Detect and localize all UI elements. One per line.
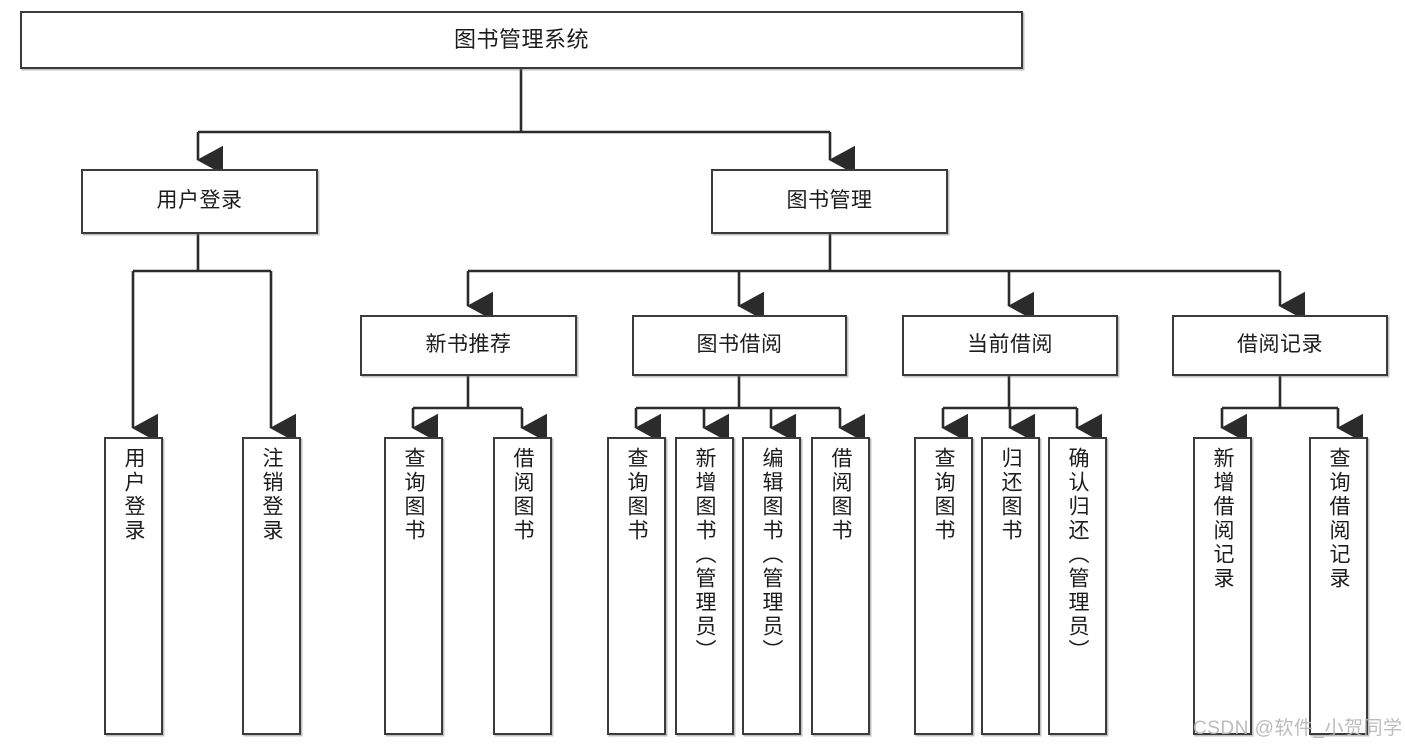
leaf-new-book-query-label: 查询图书	[402, 447, 425, 543]
node-new-book-recommend-label: 新书推荐	[425, 333, 512, 357]
leaf-book-borrow-add-label: 新增图书（管理员）	[693, 447, 716, 663]
leaf-borrow-record-add-label: 新增借阅记录	[1211, 447, 1234, 591]
node-current-borrow-label: 当前借阅	[967, 333, 1053, 357]
node-root-system[interactable]: 图书管理系统	[20, 11, 1023, 69]
leaf-user-login-login-label: 用户登录	[122, 447, 145, 543]
node-current-borrow[interactable]: 当前借阅	[902, 315, 1118, 376]
leaf-book-borrow-query[interactable]: 查询图书	[607, 437, 666, 735]
node-borrow-record[interactable]: 借阅记录	[1172, 315, 1388, 376]
leaf-book-borrow-query-label: 查询图书	[625, 447, 648, 543]
leaf-current-borrow-confirm[interactable]: 确认归还（管理员）	[1048, 437, 1107, 735]
leaf-borrow-record-query[interactable]: 查询借阅记录	[1309, 437, 1368, 735]
leaf-borrow-record-add[interactable]: 新增借阅记录	[1193, 437, 1252, 735]
edge-group-new-book	[411, 376, 548, 443]
leaf-book-borrow-edit-label: 编辑图书（管理员）	[760, 447, 783, 663]
edge-group-borrow-record	[1220, 376, 1364, 443]
leaf-user-login-logout[interactable]: 注销登录	[242, 437, 301, 735]
leaf-current-borrow-return[interactable]: 归还图书	[981, 437, 1040, 735]
csdn-watermark: CSDN @软件_小贺同学	[1193, 718, 1403, 739]
node-book-borrow[interactable]: 图书借阅	[632, 315, 847, 376]
node-book-management-label: 图书管理	[786, 189, 873, 213]
edge-group-book-mgmt	[466, 234, 1306, 321]
leaf-new-book-borrow[interactable]: 借阅图书	[493, 437, 552, 735]
node-root-system-label: 图书管理系统	[453, 27, 589, 53]
leaf-book-borrow-borrow-label: 借阅图书	[829, 447, 852, 543]
leaf-book-borrow-borrow[interactable]: 借阅图书	[811, 437, 870, 735]
leaf-current-borrow-confirm-label: 确认归还（管理员）	[1066, 447, 1089, 663]
node-borrow-record-label: 借阅记录	[1237, 333, 1323, 357]
leaf-current-borrow-return-label: 归还图书	[999, 447, 1022, 543]
leaf-book-borrow-add[interactable]: 新增图书（管理员）	[675, 437, 734, 735]
leaf-user-login-login[interactable]: 用户登录	[104, 437, 163, 735]
leaf-new-book-query[interactable]: 查询图书	[384, 437, 443, 735]
leaf-current-borrow-query[interactable]: 查询图书	[914, 437, 973, 735]
leaf-new-book-borrow-label: 借阅图书	[511, 447, 534, 543]
node-book-management[interactable]: 图书管理	[711, 169, 948, 234]
edge-group-user-login	[131, 234, 297, 443]
leaf-borrow-record-query-label: 查询借阅记录	[1327, 447, 1350, 591]
node-new-book-recommend[interactable]: 新书推荐	[360, 315, 577, 376]
edge-group-root	[196, 69, 856, 175]
leaf-user-login-logout-label: 注销登录	[260, 447, 283, 543]
leaf-current-borrow-query-label: 查询图书	[932, 447, 955, 543]
node-book-borrow-label: 图书借阅	[696, 333, 783, 357]
node-user-login[interactable]: 用户登录	[81, 169, 318, 234]
leaf-book-borrow-edit[interactable]: 编辑图书（管理员）	[742, 437, 801, 735]
node-user-login-label: 用户登录	[156, 189, 243, 213]
edge-group-book-borrow	[634, 376, 866, 443]
edge-group-current-borrow	[941, 376, 1103, 443]
